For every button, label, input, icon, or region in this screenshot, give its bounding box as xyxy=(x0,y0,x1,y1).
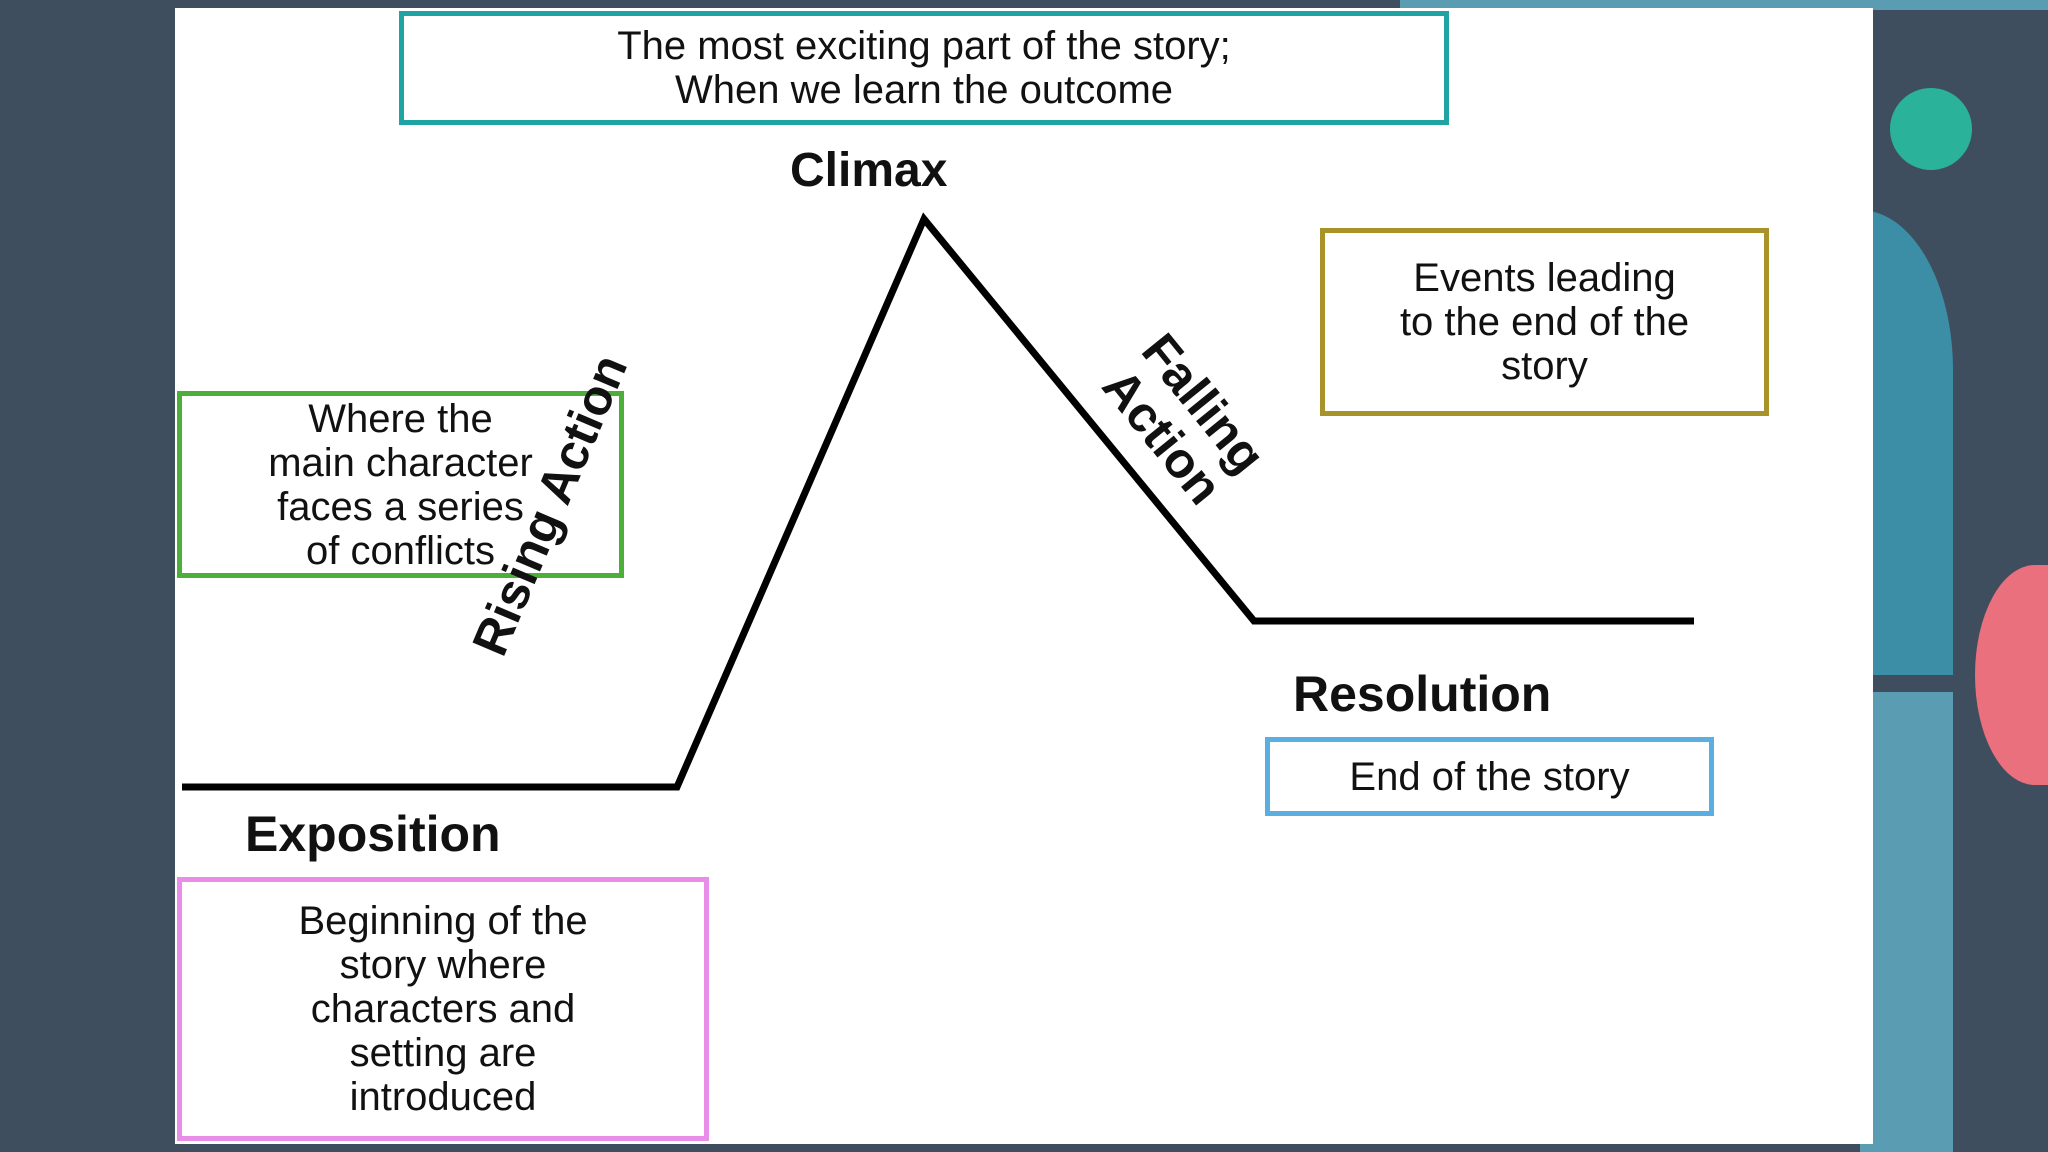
rising-action-description-box: Where the main character faces a series … xyxy=(177,391,624,578)
climax-label: Climax xyxy=(790,144,948,197)
exposition-description-line-5: introduced xyxy=(349,1075,537,1119)
exposition-description-line-3: characters and xyxy=(310,987,576,1031)
decor-top-strip xyxy=(1400,0,2048,10)
resolution-description-text: End of the story xyxy=(1349,754,1630,799)
exposition-description-line-4: setting are xyxy=(349,1031,537,1075)
climax-description-line-2: When we learn the outcome xyxy=(674,68,1174,112)
exposition-description-line-1: Beginning of the xyxy=(298,899,588,943)
decor-teal-circle xyxy=(1890,88,1972,170)
decor-blue-shape-upper xyxy=(1860,210,1953,675)
falling-description-line-2: to the end of the xyxy=(1399,300,1690,344)
falling-description-line-1: Events leading xyxy=(1413,256,1676,300)
falling-description-line-3: story xyxy=(1501,344,1588,388)
falling-action-description-box: Events leading to the end of the story xyxy=(1320,228,1769,416)
exposition-description-line-2: story where xyxy=(339,943,547,987)
rising-description-line-1: Where the xyxy=(308,396,493,441)
rising-description-line-4: of conflicts xyxy=(306,528,495,573)
resolution-description-box: End of the story xyxy=(1265,737,1714,816)
rising-description-line-2: main character xyxy=(268,440,533,485)
decor-blue-shape-lower xyxy=(1860,692,1953,1152)
exposition-description-box: Beginning of the story where characters … xyxy=(177,877,709,1141)
climax-description-line-1: The most exciting part of the story; xyxy=(617,24,1231,68)
exposition-label: Exposition xyxy=(245,806,501,862)
climax-description-box: The most exciting part of the story; Whe… xyxy=(399,11,1449,125)
rising-description-line-3: faces a series xyxy=(277,484,524,529)
plot-line xyxy=(182,212,1694,791)
resolution-label: Resolution xyxy=(1293,666,1552,722)
